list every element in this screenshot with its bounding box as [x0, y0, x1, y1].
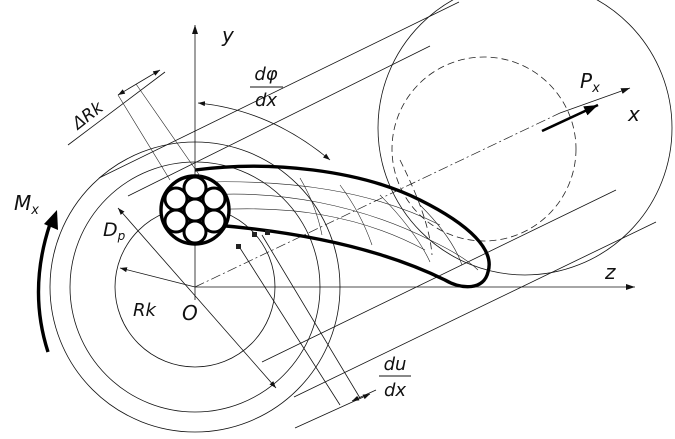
x-axis-centerline	[194, 112, 561, 288]
strand-midline-3	[204, 181, 441, 226]
cylinder-top-generatrix	[98, 1, 460, 179]
delta-rk-dim-line	[117, 69, 161, 96]
du-dim-line	[294, 393, 371, 429]
dimension-du	[236, 230, 377, 429]
du-fraction: du dx	[379, 354, 411, 401]
wire-1	[182, 175, 208, 201]
force-px-arrow	[541, 103, 599, 133]
cylinder-back-dashed-circle	[391, 56, 577, 242]
bent-strand	[194, 159, 491, 289]
dimension-rk	[119, 267, 196, 288]
dimension-dp	[117, 207, 277, 389]
moment-label: Mx	[14, 191, 39, 218]
rk-dim-line	[119, 267, 196, 288]
wire-5	[163, 208, 189, 234]
x-axis-label: x	[627, 102, 640, 126]
cylinder-back-circle	[377, 0, 673, 276]
strand-midline-1	[204, 193, 479, 271]
delta-rk-ext-1	[117, 94, 171, 181]
dp-dim-line	[117, 207, 277, 389]
dphi-denominator: dx	[255, 90, 277, 111]
dphi-numerator: dφ	[254, 64, 277, 85]
du-denominator: dx	[384, 380, 406, 401]
x-axis-line	[559, 87, 631, 114]
du-marker-3	[265, 230, 270, 235]
rk-label: Rk	[133, 300, 158, 321]
cylinder-inner-generatrix	[127, 45, 431, 197]
dimension-delta-rk	[67, 69, 201, 181]
moment-mx-arrowhead	[44, 210, 58, 230]
strand-midline-2	[209, 208, 426, 251]
du-ext-2	[261, 234, 361, 399]
moment-mx-arc	[36, 223, 52, 353]
z-axis-label: z	[604, 260, 616, 284]
dimension-dphi	[197, 101, 331, 161]
du-dim-line-2	[351, 389, 377, 402]
du-marker-2	[252, 232, 257, 237]
strand-section-line-4	[419, 204, 463, 266]
delta-rk-ext-2	[135, 83, 201, 177]
dphi-arc	[197, 101, 331, 161]
strand-section-line-2	[339, 184, 373, 246]
cable-cross-section	[159, 174, 231, 246]
strand-section-line-3	[299, 177, 323, 236]
delta-rk-label: ΔRk	[67, 97, 108, 135]
wire-6	[163, 186, 189, 212]
dp-label: Dp	[103, 219, 126, 243]
origin-label: O	[182, 301, 198, 325]
strand-hidden-section	[399, 159, 433, 256]
du-marker-1	[236, 244, 241, 249]
cylinder-outline	[49, 0, 673, 433]
strand-outer-contour	[194, 164, 491, 289]
du-ext-1	[239, 247, 341, 406]
cylinder-bottom-generatrix	[293, 221, 657, 398]
strand-section-line-1	[379, 194, 431, 263]
force-label: Px	[580, 69, 600, 96]
y-axis-label: y	[221, 23, 235, 47]
wire-2	[201, 186, 227, 212]
du-numerator: du	[384, 354, 407, 375]
dphi-fraction: dφ dx	[250, 64, 283, 111]
